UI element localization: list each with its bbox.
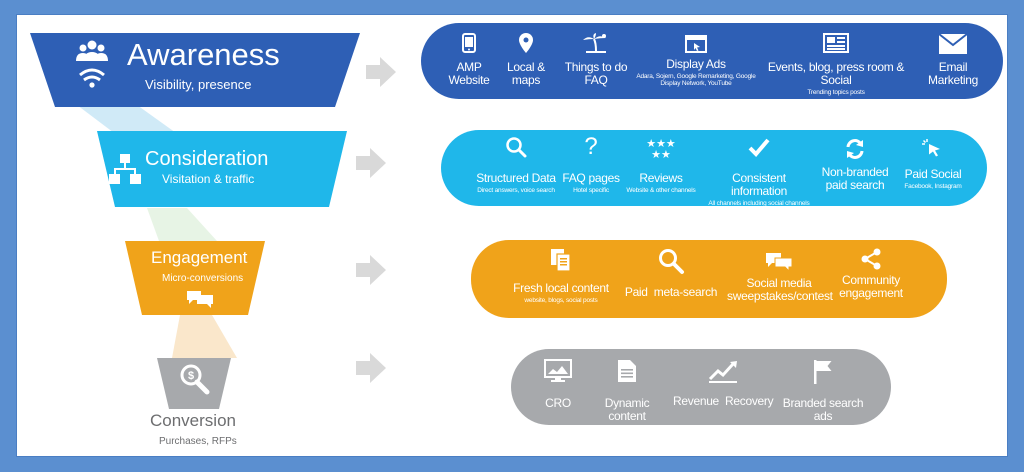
tactic-label: Consistent information	[730, 171, 788, 198]
awareness-tactics-panel: AMP Website Local & maps Things to do FA…	[421, 23, 1003, 99]
tactic-social-sweepstakes: Social media sweepstakes/contest	[727, 252, 833, 303]
tactic-sublabel: Facebook, Instagram	[904, 183, 962, 190]
svg-text:★★: ★★	[651, 148, 671, 161]
money-search-icon: $	[177, 362, 211, 396]
tactic-label: Events, blog, press room & Social	[767, 60, 905, 87]
conversion-tactics-panel: CRO Dynamic content Revenue Recovery Bra…	[511, 349, 891, 425]
org-chart-icon	[109, 154, 141, 186]
magnifier-icon	[659, 249, 684, 274]
tactic-email-marketing: Email Marketing	[923, 33, 983, 87]
awareness-icon	[75, 39, 109, 95]
envelope-icon	[938, 33, 968, 54]
mobile-icon	[462, 33, 476, 53]
magnifier-icon	[506, 137, 527, 158]
refresh-arrows-icon	[846, 139, 864, 159]
tactic-reviews: ★★★★★ Reviews Website & other channels	[619, 137, 703, 194]
tactic-label: Paid meta-search	[624, 285, 718, 299]
tactic-label: Revenue Recovery	[673, 394, 774, 408]
flag-icon	[814, 360, 832, 384]
consideration-tactics-panel: Structured Data Direct answers, voice se…	[441, 130, 987, 207]
tactic-label: CRO	[545, 396, 571, 410]
tactic-things-to-do: Things to do FAQ	[561, 33, 631, 87]
share-icon	[861, 248, 881, 270]
tactic-label: Email Marketing	[928, 60, 978, 87]
tactic-sublabel: Adara, Sojern, Google Remarketing, Googl…	[636, 73, 756, 87]
documents-icon	[551, 249, 571, 272]
engagement-tactics-panel: Fresh local content website, blogs, soci…	[471, 240, 947, 318]
cursor-click-icon	[922, 139, 940, 157]
awareness-subtitle: Visibility, presence	[145, 77, 252, 92]
tactic-sublabel: Hotel specific	[573, 187, 609, 194]
tactic-non-branded-paid: Non-branded paid search	[815, 138, 895, 192]
tactic-label: Things to do FAQ	[564, 60, 628, 87]
tactic-label: AMP Website	[448, 60, 490, 87]
tactic-label: FAQ pages	[562, 171, 620, 185]
conversion-title: Conversion	[150, 411, 236, 430]
stars-icon: ★★★★★	[646, 137, 676, 161]
tactic-display-ads: Display Ads Adara, Sojern, Google Remark…	[633, 35, 759, 87]
awareness-title: Awareness	[127, 37, 280, 72]
arrow-right-icon	[356, 148, 386, 178]
svg-text:?: ?	[584, 133, 597, 160]
tactic-label: Branded search ads	[782, 396, 864, 423]
palm-tree-icon	[583, 33, 606, 53]
document-icon	[618, 360, 636, 382]
tactic-label: Community engagement	[839, 273, 903, 300]
tactic-sublabel: Website & other channels	[626, 187, 696, 194]
awareness-band	[30, 33, 360, 107]
engagement-band	[125, 241, 265, 315]
tactic-label: Paid Social	[904, 167, 962, 181]
arrow-right-icon	[366, 57, 396, 87]
trend-line-icon	[708, 361, 737, 383]
tactic-label: Structured Data	[476, 171, 556, 185]
tactic-local-maps: Local & maps	[501, 33, 551, 87]
svg-text:★★★: ★★★	[646, 137, 676, 150]
tactic-structured-data: Structured Data Direct answers, voice se…	[471, 136, 561, 194]
svg-text:$: $	[188, 370, 194, 382]
tactic-cro: CRO	[535, 359, 581, 410]
tactic-community-engagement: Community engagement	[831, 248, 911, 300]
tactic-label: Fresh local content	[513, 281, 609, 295]
consideration-title: Consideration	[145, 148, 269, 170]
tactic-label: Non-branded paid search	[821, 165, 889, 192]
engagement-title: Engagement	[151, 248, 248, 267]
tactic-amp-website: AMP Website	[444, 33, 494, 87]
map-pin-icon	[519, 33, 533, 53]
tactic-sublabel: website, blogs, social posts	[524, 297, 598, 304]
tactic-label: Social media sweepstakes/contest	[727, 276, 833, 303]
monitor-icon	[544, 359, 572, 382]
tactic-paid-meta-search: Paid meta-search	[621, 248, 721, 299]
arrow-right-icon	[356, 255, 386, 285]
tactic-revenue-recovery: Revenue Recovery	[673, 359, 774, 408]
checkmark-icon	[748, 138, 770, 157]
consideration-subtitle: Visitation & traffic	[162, 172, 255, 186]
conversion-subtitle: Purchases, RFPs	[159, 436, 237, 447]
tactic-branded-search-ads: Branded search ads	[773, 359, 873, 423]
tactic-faq-pages: ? FAQ pages Hotel specific	[561, 133, 621, 194]
tactic-sublabel: Direct answers, voice search	[477, 187, 555, 194]
newspaper-icon	[823, 33, 849, 53]
consideration-band	[97, 131, 347, 207]
tactic-sublabel: All channels including social channels	[708, 200, 810, 207]
tactic-label: Display Ads	[666, 57, 726, 71]
chat-bubbles-icon	[766, 253, 793, 273]
tactic-label: Local & maps	[507, 60, 545, 87]
tactic-sublabel: Trending topics posts	[807, 89, 865, 96]
engagement-subtitle: Micro-conversions	[162, 273, 244, 284]
tactic-fresh-local-content: Fresh local content website, blogs, soci…	[511, 248, 611, 304]
chat-bubbles-icon	[185, 289, 215, 309]
tactic-label: Reviews	[639, 171, 683, 185]
tactic-dynamic-content: Dynamic content	[587, 359, 667, 423]
question-mark-icon: ?	[584, 133, 597, 160]
tactic-events-blog: Events, blog, press room & Social Trendi…	[761, 33, 911, 96]
tactic-label: Dynamic content	[604, 396, 650, 423]
arrow-right-icon	[356, 353, 386, 383]
tactic-paid-social: Paid Social Facebook, Instagram	[897, 138, 969, 190]
browser-window-icon	[685, 35, 707, 53]
tactic-consistent-info: Consistent information All channels incl…	[703, 138, 815, 207]
funnel-diagram: Awareness Visibility, presence Considera…	[16, 14, 1008, 457]
